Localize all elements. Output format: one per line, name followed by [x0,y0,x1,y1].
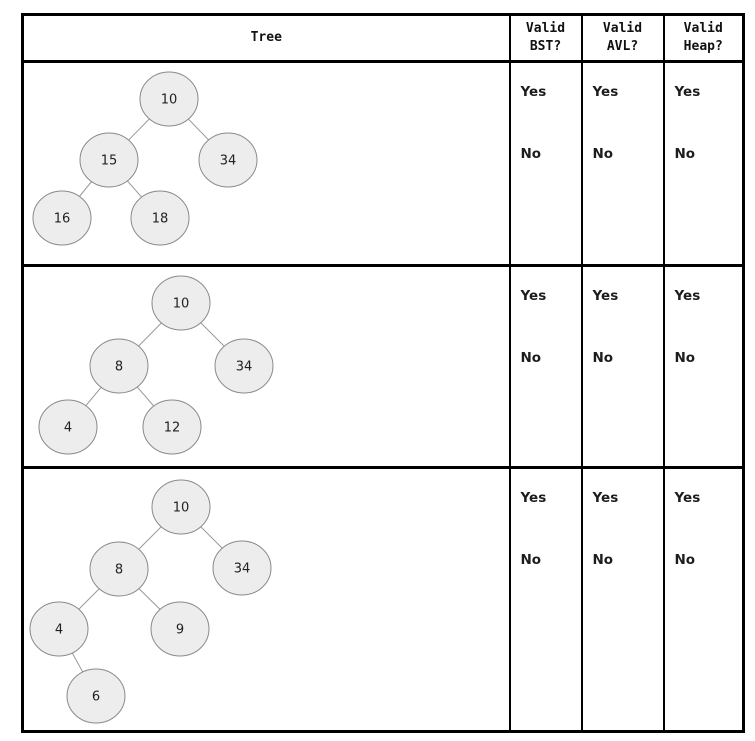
tree-node-circle [142,399,202,455]
tree-node-circle [89,541,149,597]
tree-node-16: 16 [32,190,92,246]
tree-node-circle [212,540,272,596]
bst-option-no[interactable]: No [520,350,542,366]
tree-node-circle [214,338,274,394]
tree-node-circle [79,132,139,188]
bst-option-yes[interactable]: Yes [520,490,547,506]
column-header-valid-heap: Valid Heap? [662,13,745,63]
column-header-tree: Tree [21,13,511,63]
heap-answer-cell: Yes No [662,466,745,733]
tree-diagram-cell: 10 15 34 16 18 [21,60,511,267]
tree-diagram-cell: 10 8 34 4 9 6 [21,466,511,733]
table-row: 10 8 34 4 9 6 Yes No Yes No Yes No [21,466,745,733]
tree-node-label: 6 [92,690,100,705]
tree-node-34: 34 [198,132,258,188]
heap-option-no[interactable]: No [674,146,696,162]
tree-node-label: 34 [236,360,253,375]
avl-option-yes[interactable]: Yes [592,84,619,100]
table-row: 10 8 34 4 12 Yes No Yes No Yes No [21,264,745,469]
bst-answer-cell: Yes No [508,264,583,469]
table-header-row: Tree Valid BST? Valid AVL? Valid Heap? [21,13,745,63]
tree-node-10: 10 [139,71,199,127]
tree-node-circle [150,601,210,657]
heap-option-no[interactable]: No [674,552,696,568]
tree-node-label: 10 [173,297,190,312]
bst-option-yes[interactable]: Yes [520,84,547,100]
tree-node-9: 9 [150,601,210,657]
heap-option-yes[interactable]: Yes [674,288,701,304]
column-header-valid-avl: Valid AVL? [580,13,665,63]
tree-node-label: 4 [64,421,72,436]
tree-node-circle [151,479,211,535]
tree-node-label: 34 [220,154,237,169]
avl-option-yes[interactable]: Yes [592,490,619,506]
heap-option-yes[interactable]: Yes [674,490,701,506]
avl-answer-cell: Yes No [580,264,665,469]
column-header-valid-bst: Valid BST? [508,13,583,63]
tree-node-10: 10 [151,275,211,331]
tree-properties-table: Tree Valid BST? Valid AVL? Valid Heap? 1… [21,13,745,733]
heap-answer-cell: Yes No [662,60,745,267]
bst-answer-cell: Yes No [508,466,583,733]
tree-node-circle [38,399,98,455]
tree-node-8: 8 [89,338,149,394]
tree-node-circle [32,190,92,246]
bst-answer-cell: Yes No [508,60,583,267]
tree-node-4: 4 [38,399,98,455]
tree-node-6: 6 [66,668,126,724]
tree-node-label: 9 [176,623,184,638]
tree-diagram-cell: 10 8 34 4 12 [21,264,511,469]
heap-option-yes[interactable]: Yes [674,84,701,100]
binary-tree-diagram-2: 10 8 34 4 12 [38,275,274,455]
tree-node-18: 18 [130,190,190,246]
tree-node-12: 12 [142,399,202,455]
tree-node-8: 8 [89,541,149,597]
bst-option-no[interactable]: No [520,146,542,162]
avl-answer-cell: Yes No [580,60,665,267]
tree-node-34: 34 [212,540,272,596]
avl-option-no[interactable]: No [592,146,614,162]
bst-option-yes[interactable]: Yes [520,288,547,304]
tree-node-circle [139,71,199,127]
tree-node-label: 4 [55,623,63,638]
tree-node-label: 12 [164,421,181,436]
tree-node-circle [29,601,89,657]
tree-node-label: 18 [152,212,169,227]
tree-node-circle [89,338,149,394]
tree-node-15: 15 [79,132,139,188]
tree-node-34: 34 [214,338,274,394]
tree-node-label: 10 [173,501,190,516]
avl-option-yes[interactable]: Yes [592,288,619,304]
binary-tree-diagram-1: 10 15 34 16 18 [32,71,258,246]
tree-node-circle [66,668,126,724]
avl-option-no[interactable]: No [592,350,614,366]
tree-node-label: 8 [115,360,123,375]
avl-option-no[interactable]: No [592,552,614,568]
heap-option-no[interactable]: No [674,350,696,366]
table-row: 10 15 34 16 18 Yes No Yes No Yes No [21,60,745,267]
tree-node-4: 4 [29,601,89,657]
tree-node-label: 10 [161,93,178,108]
binary-tree-diagram-3: 10 8 34 4 9 6 [29,479,272,724]
tree-node-label: 15 [101,154,118,169]
tree-node-label: 34 [234,562,251,577]
heap-answer-cell: Yes No [662,264,745,469]
avl-answer-cell: Yes No [580,466,665,733]
tree-node-circle [130,190,190,246]
tree-node-circle [151,275,211,331]
tree-node-10: 10 [151,479,211,535]
tree-node-circle [198,132,258,188]
tree-node-label: 16 [54,212,71,227]
bst-option-no[interactable]: No [520,552,542,568]
tree-node-label: 8 [115,563,123,578]
